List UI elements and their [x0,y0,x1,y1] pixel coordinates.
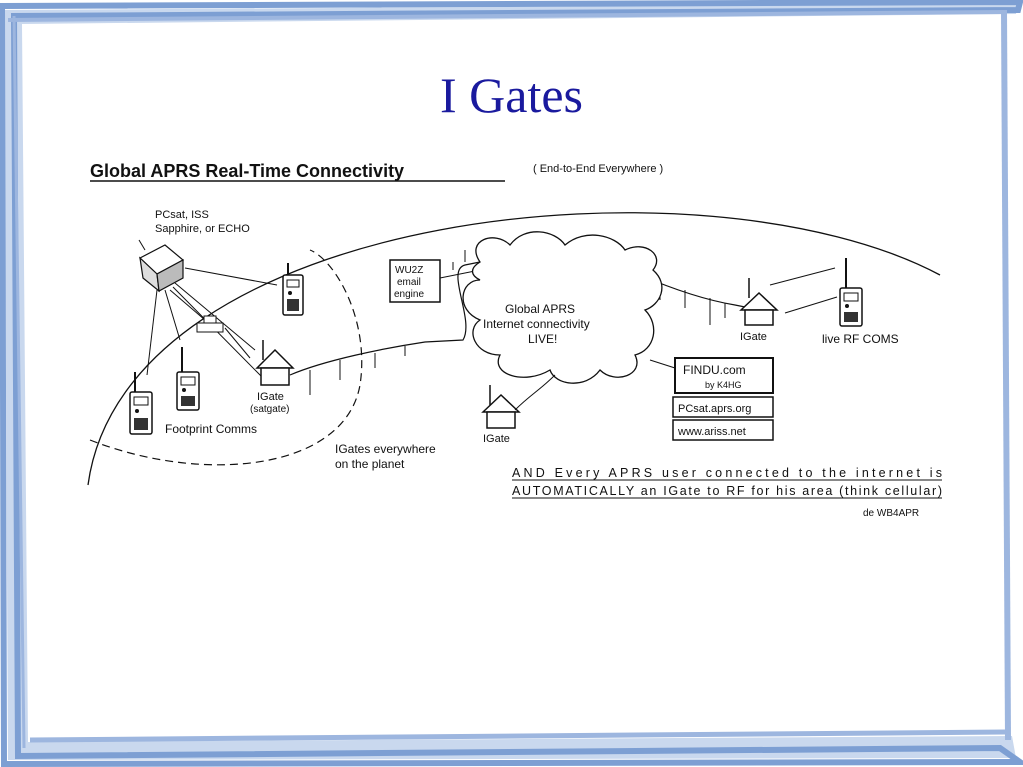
wu2z-label: WU2Z [395,265,423,276]
igate-right-label: IGate [740,331,767,343]
cloud-label-1: Global APRS [505,302,575,316]
handheld-radio-icon-footprint-1 [129,372,153,435]
note-line-2: AUTOMATICALLY an IGate to RF for his are… [512,484,942,498]
satellite-label: PCsat, ISS [155,209,209,221]
pcsat-site-box: PCsat.aprs.org [672,396,774,418]
cloud-label-3: LIVE! [528,332,557,346]
aprs-connectivity-diagram: Global APRS Real-Time Connectivity ( End… [87,161,942,519]
findu-link [649,359,676,369]
wu2z-email: email [397,277,421,288]
satellite-footprint [89,249,363,466]
ariss-site-box: www.ariss.net [672,419,774,441]
slide-title: I Gates [440,67,583,123]
igates-everywhere-label-2: on the planet [335,457,405,471]
satellite-label-2: Sapphire, or ECHO [155,223,250,235]
satellite-icon [138,239,185,293]
igate-right-house-icon [739,278,779,326]
note-line-1: AND Every APRS user connected to the int… [512,466,942,480]
igate-right-links [769,267,838,314]
antenna-masts [309,250,726,395]
internet-cloud [462,231,663,384]
handheld-radio-icon-right [839,258,863,327]
handheld-radio-icon [282,263,304,316]
diagram-heading: Global APRS Real-Time Connectivity [90,161,404,181]
findu-label: FINDU.com [683,363,746,377]
pcsat-site-label: PCsat.aprs.org [678,403,751,415]
wu2z-email-engine-box: WU2Z email engine [389,259,441,303]
satgate-label: (satgate) [250,404,289,415]
igate-satgate-label: IGate [257,391,284,403]
igate-bottom-label: IGate [483,433,510,445]
findu-box: FINDU.com by K4HG [674,357,774,394]
ariss-site-label: www.ariss.net [677,426,746,438]
live-rf-coms-label: live RF COMS [822,332,899,346]
diagram-subheading: ( End-to-End Everywhere ) [533,163,663,175]
credit-label: de WB4APR [863,508,919,519]
vehicle-icon [196,315,224,333]
findu-by-label: by K4HG [705,380,742,390]
earth-horizon-arc [87,212,941,486]
cloud-label-2: Internet connectivity [483,317,590,331]
footprint-comms-label: Footprint Comms [165,422,257,436]
igates-everywhere-label: IGates everywhere [335,442,436,456]
igate-bottom-house-icon [481,385,521,429]
igate-bottom-link [514,374,556,411]
wu2z-engine: engine [394,289,424,300]
igate-satgate-house-icon [255,340,295,386]
ground-network-line [289,261,481,376]
handheld-radio-icon-footprint-2 [176,347,200,411]
